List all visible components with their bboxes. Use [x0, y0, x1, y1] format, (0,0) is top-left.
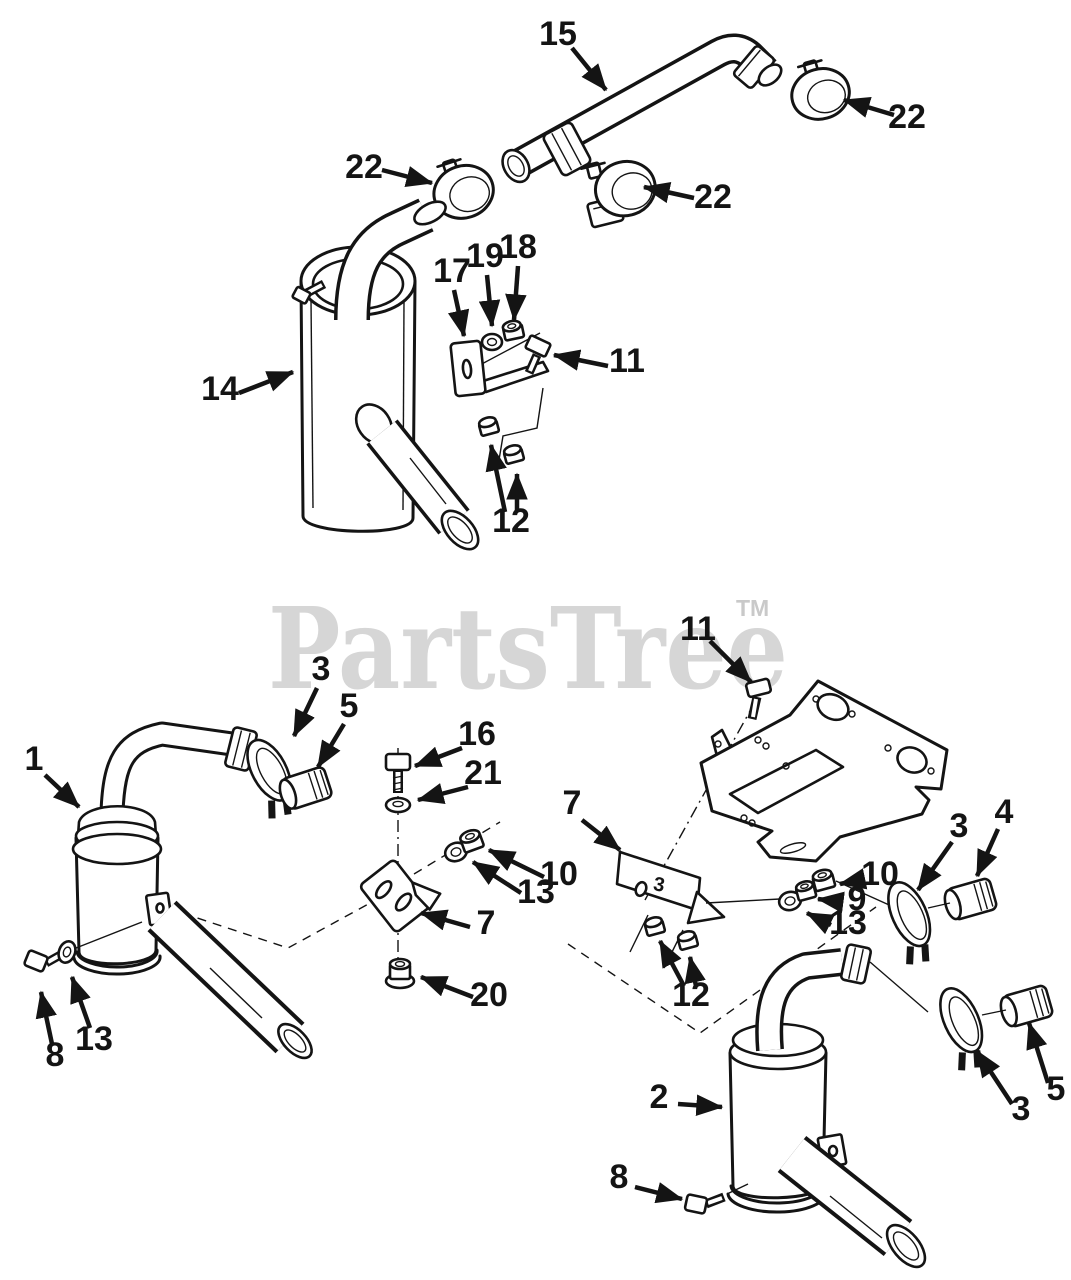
hex-nut [676, 930, 700, 951]
muffler-clamp [790, 59, 851, 121]
callout-22-top-left: 22 [345, 148, 383, 186]
watermark-tm: TM [736, 595, 769, 621]
hanger-bracket: 3 [615, 850, 781, 969]
hex-nut [643, 916, 667, 937]
callout-labels: 15 22 22 22 17 19 18 11 14 12 11 3 5 1 1… [25, 15, 1066, 1196]
callout-22-top-right: 22 [888, 98, 926, 136]
hex-bolt [23, 949, 67, 973]
pipe-sleeve [542, 121, 592, 177]
callout-10-left: 10 [540, 855, 578, 893]
hex-nut [501, 319, 526, 342]
bracket-stamp: 3 [652, 873, 667, 897]
threaded-adapter [278, 766, 333, 810]
hex-nut [477, 416, 501, 437]
hex-nut [459, 828, 485, 854]
callout-11-plate: 11 [680, 610, 716, 648]
callout-2: 2 [650, 1078, 669, 1116]
muffler-clamp-saddle [579, 159, 657, 229]
bottom-left-assembly [23, 721, 501, 1060]
callout-5-left: 5 [340, 687, 359, 725]
heat-shield-plate [699, 679, 949, 863]
callout-16: 16 [458, 715, 496, 753]
hex-nut [811, 868, 837, 893]
flange-nut [384, 957, 416, 990]
u-bolt-clamp [887, 881, 932, 965]
hex-nut [502, 444, 526, 465]
callout-8-right: 8 [610, 1158, 629, 1196]
callout-3-right-upper: 3 [950, 807, 969, 845]
callout-20: 20 [470, 976, 508, 1014]
watermark-text: PartsTree [268, 584, 788, 715]
callout-13-right: 13 [829, 904, 867, 942]
callout-4: 4 [995, 793, 1014, 831]
callout-17: 17 [433, 252, 471, 290]
hex-bolt [524, 334, 552, 375]
muffler-right [726, 943, 927, 1269]
flat-washer [57, 921, 143, 964]
callout-13-left: 13 [75, 1020, 113, 1058]
hex-bolt [384, 752, 412, 793]
leader-arrows [35, 46, 1051, 1204]
callout-21: 21 [464, 754, 502, 792]
callout-9: 9 [848, 880, 867, 918]
callout-15: 15 [539, 15, 577, 53]
hex-bolt [744, 677, 773, 720]
callout-14: 14 [201, 370, 239, 408]
callout-11-top: 11 [609, 342, 645, 380]
callout-3-left: 3 [312, 650, 331, 688]
callout-22-top-mid: 22 [694, 178, 732, 216]
hex-bolt [683, 1183, 749, 1215]
hanger-bracket [359, 859, 442, 933]
callout-19: 19 [466, 237, 504, 275]
callout-1: 1 [25, 740, 44, 778]
lock-washer [480, 332, 504, 352]
muffler-clamp [432, 158, 495, 220]
callout-5-right: 5 [1047, 1070, 1066, 1108]
top-assembly [291, 33, 851, 551]
callout-13-mid: 13 [517, 873, 555, 911]
callout-8-left: 8 [46, 1036, 65, 1074]
threaded-adapter [999, 984, 1054, 1028]
callout-3-right-lower: 3 [1012, 1090, 1031, 1128]
callout-7-left: 7 [477, 904, 496, 942]
callout-12-top: 12 [492, 502, 530, 540]
callout-10-right: 10 [861, 855, 899, 893]
callout-12-right: 12 [672, 976, 710, 1014]
callout-18: 18 [499, 228, 537, 266]
u-bolt-clamp [939, 987, 984, 1071]
muffler-left [71, 721, 313, 1060]
muffler-top [291, 198, 480, 551]
flat-washer [777, 890, 803, 912]
exhaust-pipe [501, 33, 783, 184]
threaded-adapter [943, 877, 998, 921]
callout-7-right: 7 [563, 784, 582, 822]
bottom-right-assembly: 3 [567, 677, 1054, 1269]
lock-washer [384, 796, 412, 814]
